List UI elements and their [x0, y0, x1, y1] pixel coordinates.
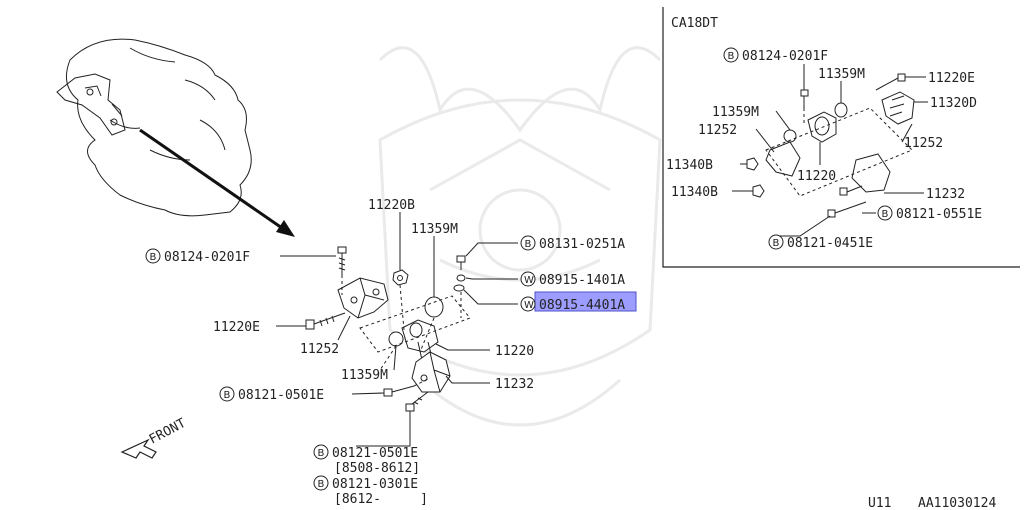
leader-lines	[276, 64, 928, 447]
callout-08915-4401A[interactable]: W 08915-4401A	[520, 296, 625, 313]
inset-title: CA18DT	[671, 16, 718, 31]
callout-08121-0501E-a[interactable]: B 08121-0501E	[219, 386, 324, 403]
svg-text:B: B	[773, 238, 780, 249]
inset-parts	[746, 73, 915, 218]
assembly-dashes-inset	[765, 107, 913, 197]
date-range-8508-8612: [8508-8612]	[334, 461, 420, 476]
inset-label-11359M-b[interactable]: 11359M	[712, 105, 759, 120]
callout-08915-1401A[interactable]: W 08915-1401A	[520, 271, 625, 288]
inset-callout-08121-0451E[interactable]: B 08121-0451E	[768, 234, 873, 251]
svg-text:08915-1401A: 08915-1401A	[539, 273, 625, 288]
inset-label-11340B-b[interactable]: 11340B	[671, 185, 718, 200]
svg-text:W: W	[524, 300, 534, 311]
watermark	[378, 46, 662, 427]
inset-label-11340B-a[interactable]: 11340B	[666, 158, 713, 173]
svg-text:B: B	[224, 390, 231, 401]
inset-label-11359M-a[interactable]: 11359M	[818, 67, 865, 82]
label-11252[interactable]: 11252	[300, 342, 339, 357]
callout-08121-0301E[interactable]: B 08121-0301E	[313, 475, 418, 492]
bolt-08121-0501E-a	[383, 385, 415, 397]
inset-label-11220E[interactable]: 11220E	[928, 71, 975, 86]
svg-text:08121-0501E: 08121-0501E	[238, 388, 324, 403]
svg-text:08121-0301E: 08121-0301E	[332, 477, 418, 492]
inset-label-11252-b[interactable]: 11252	[904, 136, 943, 151]
callout-08121-0501E-b[interactable]: B 08121-0501E	[313, 444, 418, 461]
label-11220E[interactable]: 11220E	[213, 320, 260, 335]
svg-text:08121-0451E: 08121-0451E	[787, 236, 873, 251]
bracket-11232	[411, 351, 451, 393]
bracket-11252	[337, 277, 389, 319]
svg-text:B: B	[882, 209, 889, 220]
callout-08124-0201F[interactable]: B 08124-0201F	[145, 248, 250, 265]
section-code: U11	[868, 496, 891, 510]
callout-08131-0251A[interactable]: B 08131-0251A	[520, 235, 625, 252]
inset-frame	[662, 7, 1020, 268]
label-11220B[interactable]: 11220B	[368, 198, 415, 213]
pointer-arrow	[139, 128, 295, 237]
label-11232[interactable]: 11232	[495, 377, 534, 392]
svg-text:08915-4401A: 08915-4401A	[539, 298, 625, 313]
svg-text:B: B	[318, 448, 325, 459]
nut-11220B	[392, 269, 409, 286]
diagram-id: AA11030124	[918, 496, 996, 510]
svg-text:08124-0201F: 08124-0201F	[742, 49, 828, 64]
svg-text:B: B	[728, 51, 735, 62]
label-11359M-lower[interactable]: 11359M	[341, 368, 388, 383]
inset-callout-08124-0201F[interactable]: B 08124-0201F	[723, 47, 828, 64]
svg-text:08121-0501E: 08121-0501E	[332, 446, 418, 461]
assembly-dashes-main	[341, 275, 471, 387]
svg-text:B: B	[525, 239, 532, 250]
bolt-11220E	[305, 312, 346, 330]
svg-text:B: B	[150, 252, 157, 263]
bolt-08124	[337, 246, 347, 275]
svg-text:08131-0251A: 08131-0251A	[539, 237, 625, 252]
inset-label-11320D[interactable]: 11320D	[930, 96, 977, 111]
inset-label-11252-a[interactable]: 11252	[698, 123, 737, 138]
engine-illustration	[56, 38, 252, 217]
label-11359M-upper[interactable]: 11359M	[411, 222, 458, 237]
svg-text:B: B	[318, 479, 325, 490]
front-label: FRONT	[147, 416, 189, 448]
label-11220[interactable]: 11220	[495, 344, 534, 359]
svg-text:08121-0551E: 08121-0551E	[896, 207, 982, 222]
date-range-8612: [8612- ]	[334, 492, 428, 507]
svg-text:08124-0201F: 08124-0201F	[164, 250, 250, 265]
bolt-08131	[453, 255, 466, 292]
front-arrow	[120, 438, 157, 459]
bolt-08121-0501E-b	[405, 391, 429, 412]
inset-label-11232[interactable]: 11232	[926, 187, 965, 202]
inset-label-11220[interactable]: 11220	[797, 169, 836, 184]
inset-callout-08121-0551E[interactable]: B 08121-0551E	[877, 205, 982, 222]
svg-text:W: W	[524, 275, 534, 286]
